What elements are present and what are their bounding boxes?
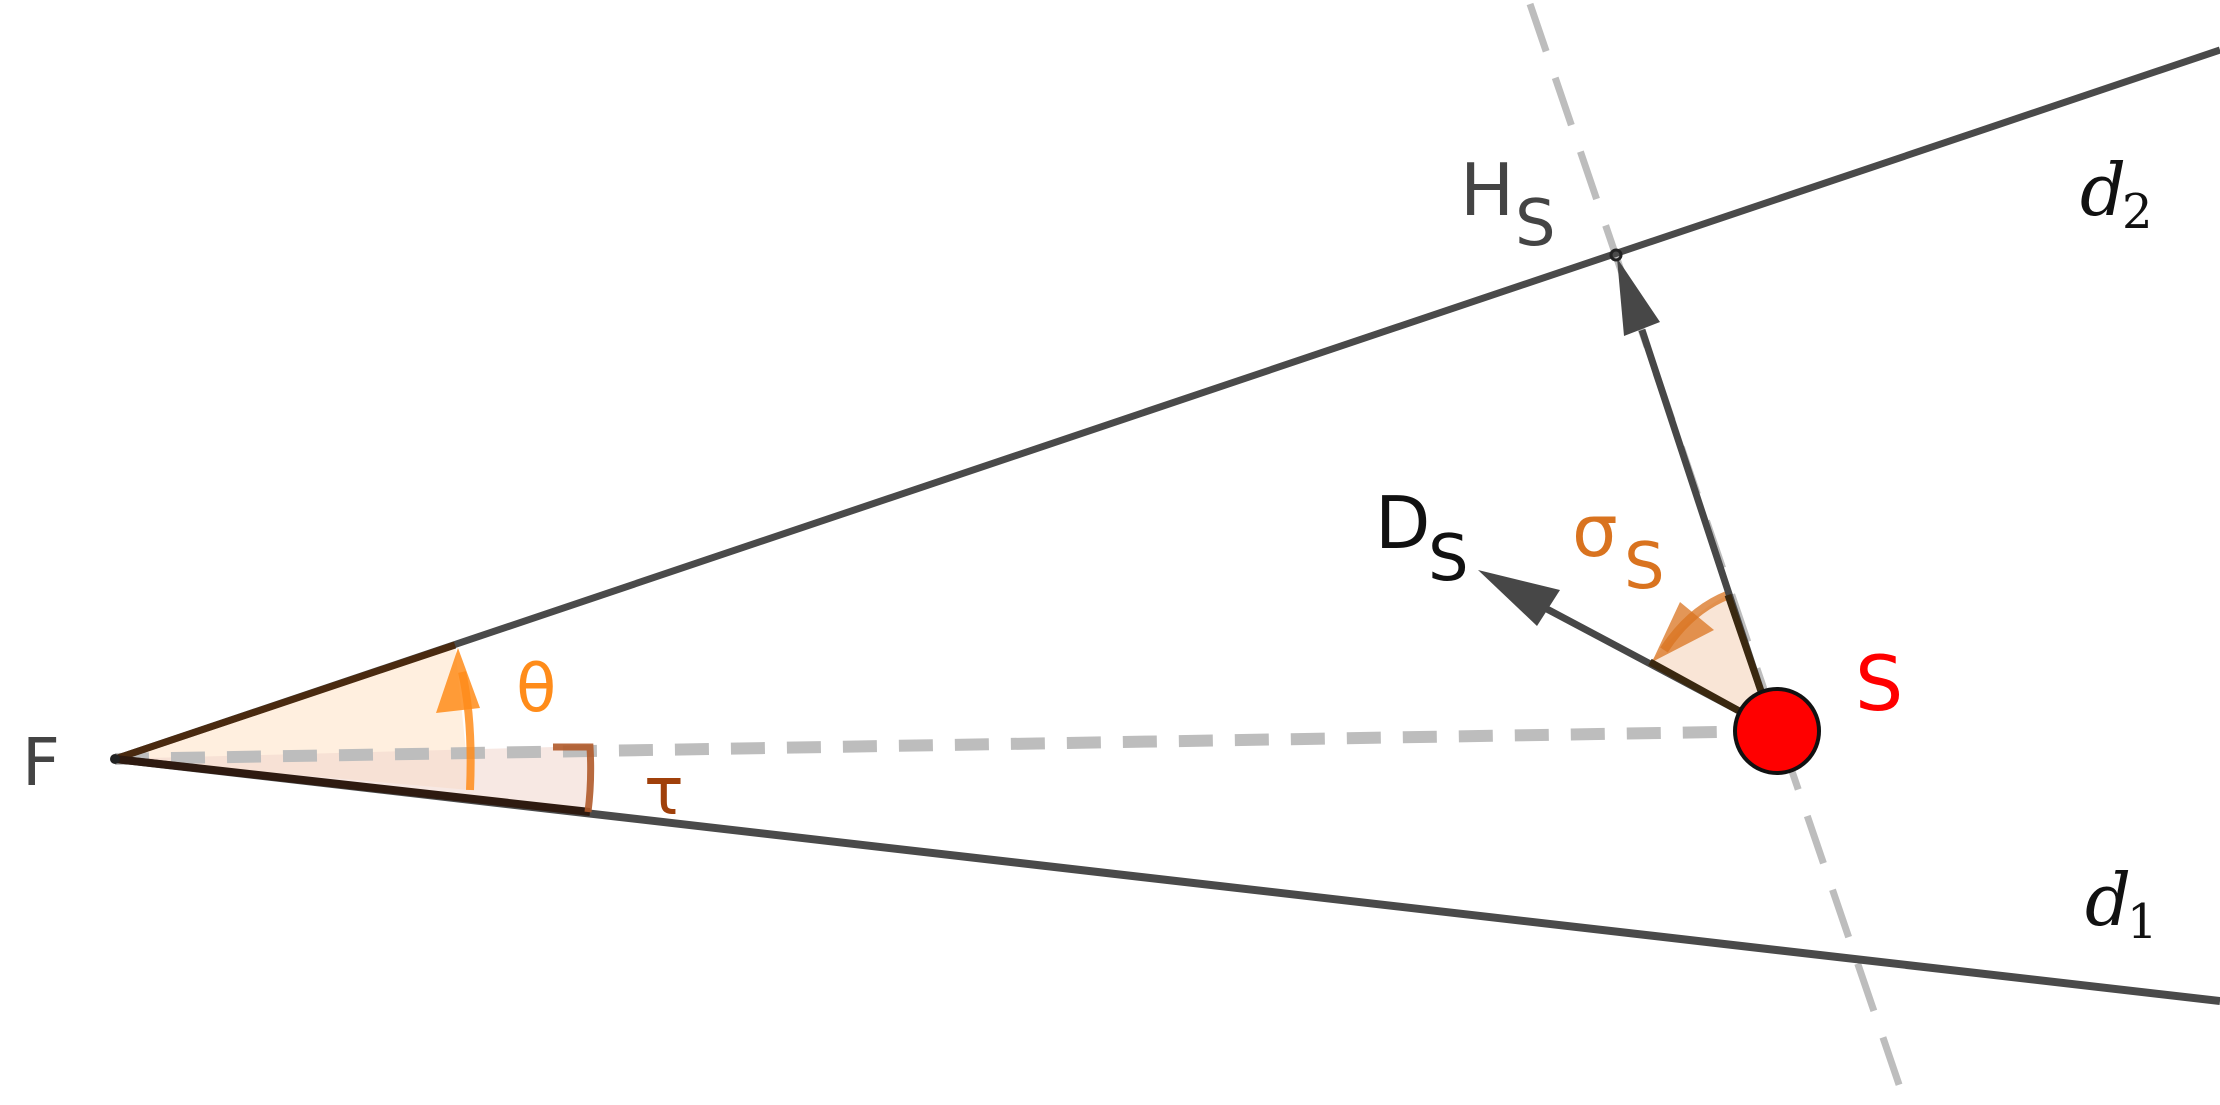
tau-arc bbox=[553, 743, 595, 813]
vector-hs-arrowhead bbox=[1617, 258, 1660, 336]
label-hs: H S bbox=[1460, 148, 1556, 261]
sigma-arrowhead bbox=[1652, 602, 1714, 662]
label-sigma-main: σ bbox=[1572, 489, 1618, 573]
point-hs bbox=[1609, 248, 1623, 262]
label-ds: D S bbox=[1375, 481, 1469, 596]
label-point-s: S bbox=[1855, 639, 1903, 728]
label-d1: d 1 bbox=[2085, 858, 2158, 950]
vector-s-to-ds-dark-base bbox=[1648, 658, 1743, 716]
label-d2: d 2 bbox=[2080, 148, 2153, 240]
segment-d2-near-f bbox=[113, 641, 457, 763]
label-hs-main: H bbox=[1460, 148, 1514, 232]
label-hs-sub: S bbox=[1515, 187, 1556, 261]
vector-ds-arrowhead bbox=[1478, 570, 1560, 626]
label-ds-sub: S bbox=[1428, 522, 1469, 596]
segment-d1-near-f bbox=[114, 755, 591, 816]
line-d2 bbox=[113, 46, 2220, 763]
label-d1-sub: 1 bbox=[2127, 894, 2158, 950]
label-d2-main: d bbox=[2080, 148, 2126, 232]
label-d2-sub: 2 bbox=[2122, 184, 2153, 240]
point-s bbox=[1733, 687, 1821, 775]
label-f: F bbox=[22, 724, 60, 801]
label-d1-main: d bbox=[2085, 858, 2131, 942]
label-ds-main: D bbox=[1375, 481, 1430, 565]
vector-s-to-hs-dark-base bbox=[1724, 593, 1768, 702]
point-f bbox=[110, 754, 120, 764]
label-sigma-s: σ S bbox=[1572, 489, 1665, 604]
label-theta: θ bbox=[516, 650, 556, 727]
label-sigma-sub: S bbox=[1624, 530, 1665, 604]
theta-arrowhead bbox=[436, 648, 480, 713]
label-tau: τ bbox=[644, 753, 684, 830]
